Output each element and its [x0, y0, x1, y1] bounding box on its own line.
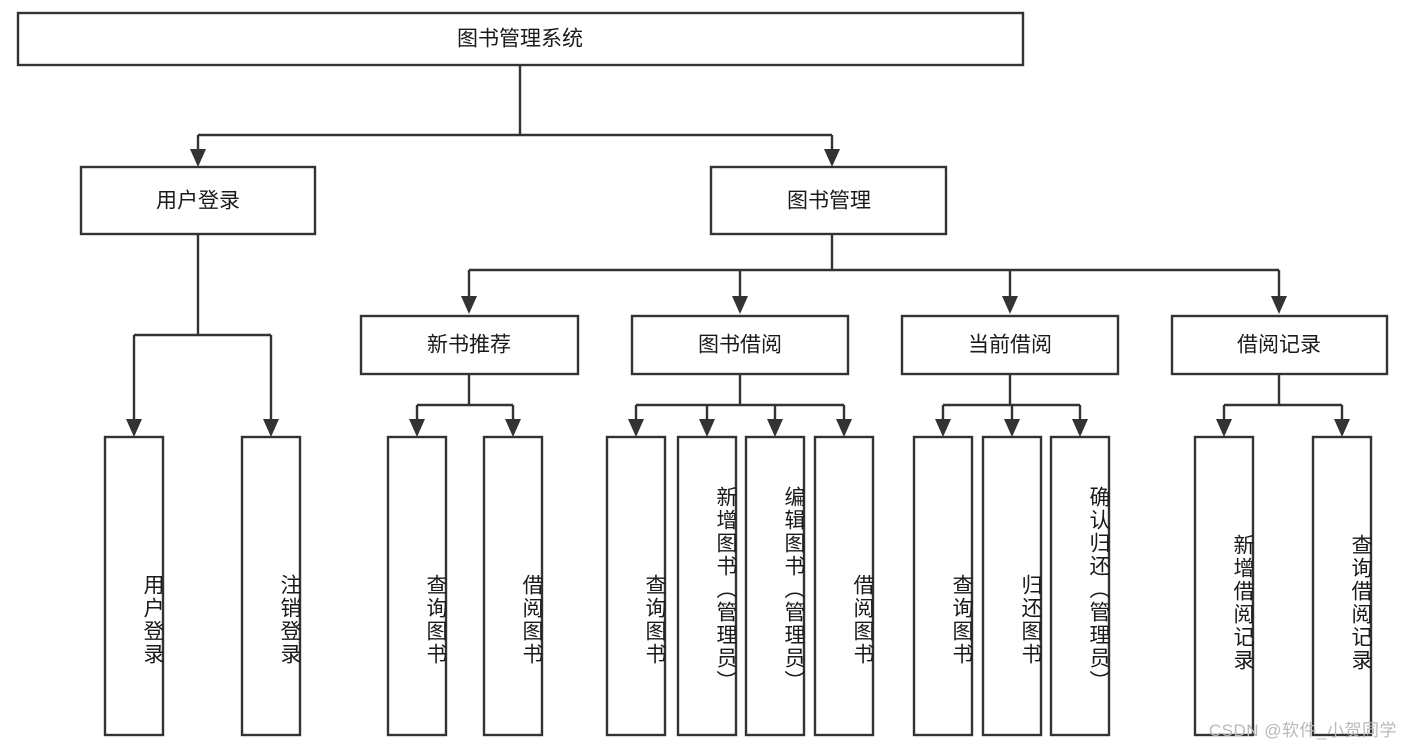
- node-leaf-return-book[interactable]: [981, 435, 1043, 737]
- node-leaf-add-book[interactable]: [676, 435, 738, 737]
- node-book-manage-label: 图书管理: [787, 190, 871, 213]
- node-book-manage[interactable]: 图书管理: [709, 165, 948, 236]
- connector-root-to-level2: [190, 65, 840, 167]
- csdn-watermark: CSDN @软件_小贺同学: [1208, 721, 1397, 740]
- connector-newbook-to-leaves: [409, 374, 521, 437]
- node-leaf-add-record[interactable]: [1193, 435, 1255, 737]
- node-user-login[interactable]: 用户登录: [79, 165, 317, 236]
- node-leaf-user-logout[interactable]: [240, 435, 302, 737]
- connector-borrowrecord-to-leaves: [1216, 374, 1350, 437]
- node-current-borrow[interactable]: 当前借阅: [900, 314, 1120, 376]
- connector-bookborrow-to-leaves: [628, 374, 852, 437]
- node-user-login-label: 用户登录: [156, 190, 240, 213]
- node-leaf-query-record[interactable]: [1311, 435, 1373, 737]
- node-leaf-query-book-2[interactable]: [605, 435, 667, 737]
- node-new-book-recommend[interactable]: 新书推荐: [359, 314, 580, 376]
- node-leaf-user-login[interactable]: [103, 435, 165, 737]
- node-leaf-query-book-3[interactable]: [912, 435, 974, 737]
- node-root-label: 图书管理系统: [457, 28, 583, 51]
- node-borrow-record-label: 借阅记录: [1237, 334, 1321, 357]
- node-borrow-record[interactable]: 借阅记录: [1170, 314, 1389, 376]
- node-current-borrow-label: 当前借阅: [968, 334, 1052, 357]
- connector-bookmanage-to-level3: [461, 234, 1287, 314]
- connector-userlogin-to-leaves: [126, 234, 279, 437]
- node-book-borrow-label: 图书借阅: [698, 334, 782, 357]
- connector-currentborrow-to-leaves: [935, 374, 1088, 437]
- node-leaf-query-book-1[interactable]: [386, 435, 448, 737]
- node-leaf-confirm-return[interactable]: [1049, 435, 1111, 737]
- node-leaf-borrow-book-1[interactable]: [482, 435, 544, 737]
- node-root[interactable]: 图书管理系统: [16, 11, 1025, 67]
- node-new-book-recommend-label: 新书推荐: [427, 334, 511, 357]
- node-leaf-edit-book[interactable]: [744, 435, 806, 737]
- node-leaf-borrow-book-2[interactable]: [813, 435, 875, 737]
- node-book-borrow[interactable]: 图书借阅: [630, 314, 850, 376]
